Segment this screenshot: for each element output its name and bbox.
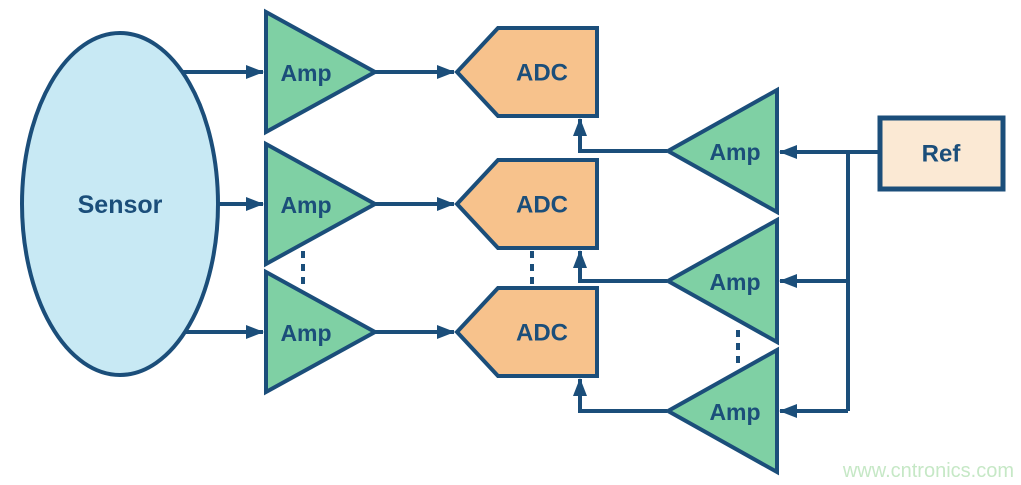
amp-ref-label-2: Amp bbox=[709, 269, 760, 295]
amp-input-triangle-2 bbox=[264, 140, 380, 268]
amp-input-label-3: Amp bbox=[280, 320, 331, 346]
amp-ref-triangle-1 bbox=[663, 86, 779, 216]
sensor-shape bbox=[20, 31, 220, 377]
amp-input-triangle-3 bbox=[264, 268, 380, 396]
adc-pentagon-1 bbox=[454, 26, 599, 118]
adc-pentagon-2 bbox=[454, 158, 599, 250]
connector-refamp1-adc1 bbox=[573, 118, 667, 153]
adc-label-3: ADC bbox=[516, 320, 568, 347]
ref-label: Ref bbox=[922, 141, 962, 168]
amp-ref-triangle-3 bbox=[663, 346, 779, 476]
amp-input-triangle-1 bbox=[264, 8, 380, 136]
amp-ref-label-1: Amp bbox=[709, 139, 760, 165]
connector-refamp2-adc2 bbox=[573, 250, 667, 283]
amp-input-label-1: Amp bbox=[280, 60, 331, 86]
watermark: www.cntronics.com bbox=[842, 460, 1014, 482]
ref-box bbox=[877, 115, 1006, 192]
amp-ref-label-3: Amp bbox=[709, 399, 760, 425]
connector-refamp3-adc3 bbox=[573, 378, 667, 413]
adc-label-1: ADC bbox=[516, 60, 568, 87]
adc-pentagon-3 bbox=[454, 286, 599, 378]
adc-label-2: ADC bbox=[516, 192, 568, 219]
sensor-label: Sensor bbox=[78, 191, 163, 219]
amp-input-label-2: Amp bbox=[280, 192, 331, 218]
amp-ref-triangle-2 bbox=[663, 216, 779, 346]
